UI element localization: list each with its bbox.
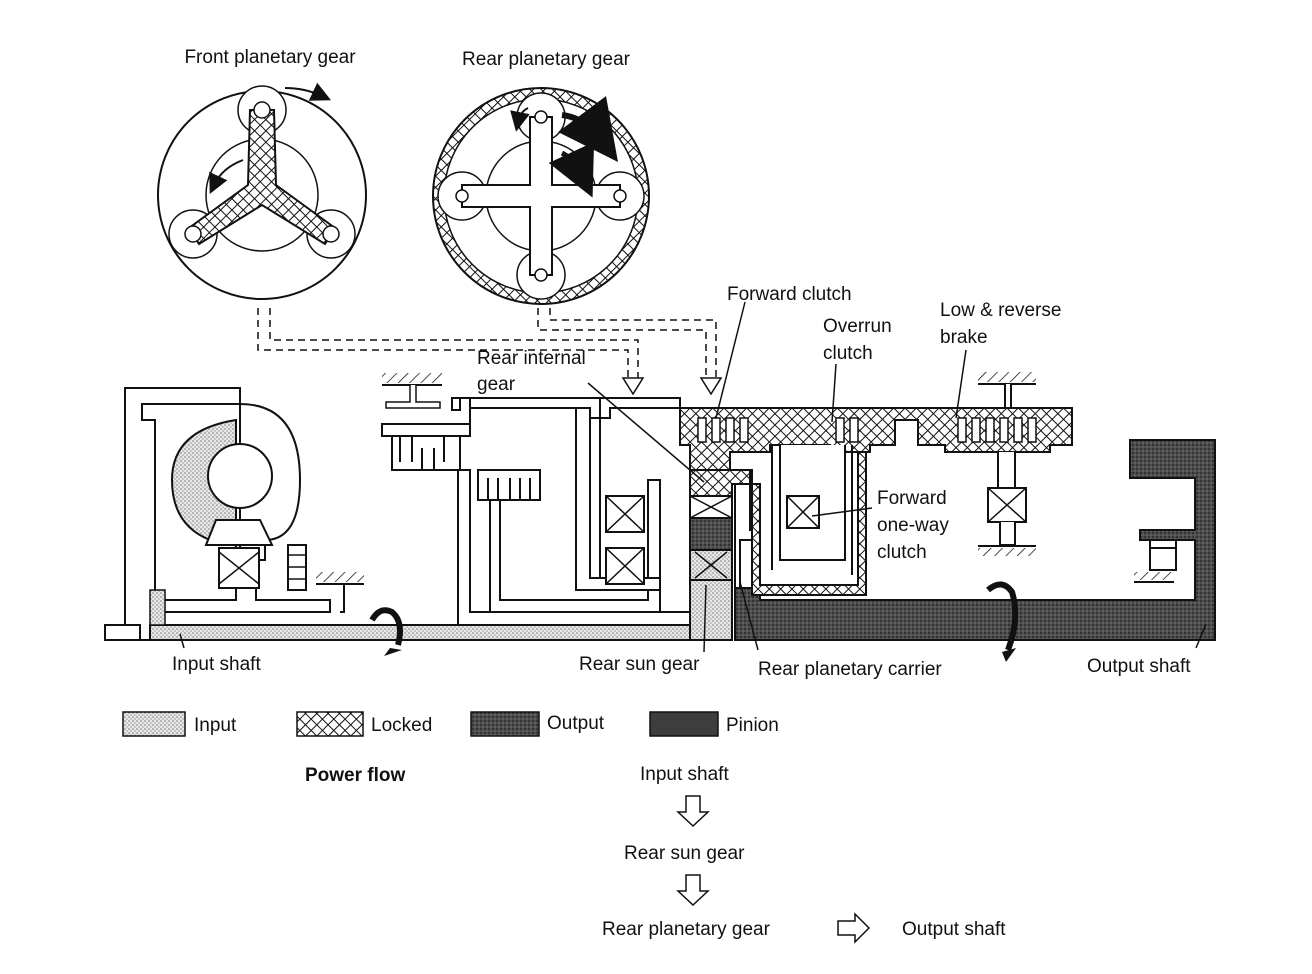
right-arrow-icon [837, 912, 871, 944]
rotation-arrow-icon [284, 82, 332, 101]
legend-label: Pinion [726, 715, 779, 736]
forward-clutch-label: Forward clutch [727, 284, 852, 305]
power-flow-title: Power flow [305, 765, 406, 786]
forward-one-way-clutch-label: Forward [877, 488, 947, 509]
legend-swatch-input [122, 711, 186, 737]
input-shaft-label: Input shaft [172, 654, 261, 675]
front-carrier [184, 101, 340, 246]
legend-label: Output [547, 713, 605, 734]
forward-one-way-clutch-label: clutch [877, 542, 927, 563]
overrun-clutch-label: Overrun [823, 316, 892, 337]
rear-sun-gear-section [689, 579, 733, 641]
leader-lines [179, 301, 1207, 653]
output-shaft-label: Output shaft [1087, 656, 1191, 677]
hollow-down-arrows [621, 377, 723, 396]
rotation-arrow-icon [510, 107, 530, 132]
transmission-cross-section [104, 372, 1216, 662]
rear-planetary-carrier-label: Rear planetary carrier [758, 659, 942, 680]
rear-internal-gear-label: gear [477, 374, 516, 395]
rotation-arrow-icon [209, 159, 244, 195]
forward-one-way-clutch-label: one-way [877, 515, 949, 536]
rear-sun-gear-label: Rear sun gear [579, 654, 700, 675]
legend: Input Locked Output Pinion [122, 711, 779, 737]
low-reverse-brake-label: Low & reverse [940, 300, 1061, 321]
low-reverse-brake-label: brake [940, 327, 988, 348]
down-arrow-icon [699, 377, 723, 396]
power-flow-step: Rear planetary gear [602, 919, 771, 940]
down-arrow-icon [621, 377, 645, 396]
legend-swatch-pinion [649, 711, 719, 737]
input-shaft-body [149, 624, 691, 641]
down-arrow-icon [676, 795, 710, 828]
power-flow-step: Input shaft [640, 764, 729, 785]
rear-planetary-title: Rear planetary gear [462, 49, 631, 70]
legend-swatch-locked [296, 711, 364, 737]
rotation-arrow-icon [369, 607, 403, 646]
rotation-arrow-icon [986, 581, 1019, 652]
down-arrow-icon [676, 874, 710, 907]
rotation-arrow-icon [548, 141, 595, 198]
front-planetary-gear: Front planetary gear [157, 47, 367, 300]
rotation-arrow-icon [557, 95, 619, 162]
power-flow-step: Rear sun gear [624, 843, 745, 864]
legend-swatch-output [470, 711, 540, 737]
legend-label: Input [194, 715, 237, 736]
legend-label: Locked [371, 715, 432, 736]
output-shaft-body [734, 439, 1216, 641]
rear-internal-gear-label: Rear internal [477, 348, 586, 369]
front-planetary-title: Front planetary gear [184, 47, 356, 68]
overrun-clutch-label: clutch [823, 343, 873, 364]
power-flow: Power flow Input shaft Rear sun gear Rea… [305, 764, 1006, 944]
power-flow-step: Output shaft [902, 919, 1006, 940]
rear-pinion [689, 517, 733, 551]
rear-planetary-gear: Rear planetary gear [432, 49, 650, 305]
dashed-connectors [257, 308, 717, 378]
